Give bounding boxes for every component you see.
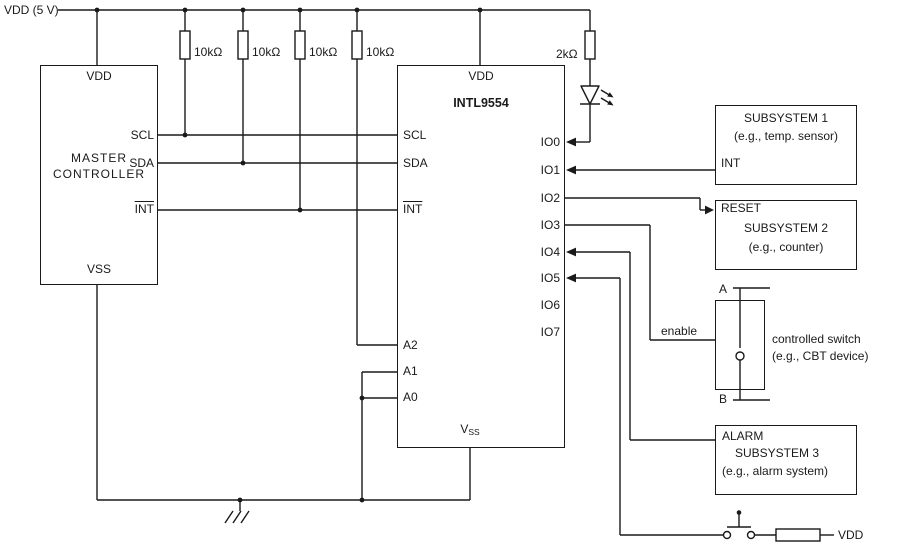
subsystem1-subtitle: (e.g., temp. sensor) (733, 129, 839, 143)
expander-name: INTL9554 (453, 96, 509, 110)
expander-pin-vss-main: V (460, 422, 469, 436)
resistor-r3-label: 10kΩ (309, 45, 338, 59)
led-resistor-label: 2kΩ (556, 47, 578, 61)
switch-caption-line2: (e.g., CBT device) (772, 349, 869, 363)
controlled-switch-symbol (733, 287, 770, 401)
expander-pin-a1: A1 (403, 364, 418, 378)
vss-ground-wires (96, 285, 471, 501)
subsystem3-title-line2: SUBSYSTEM 3 (735, 446, 820, 460)
led-resistor-2k (584, 30, 596, 86)
vdd-rail-label: VDD (5 V) (4, 3, 59, 17)
pullup-resistor-r4 (351, 10, 363, 345)
expander-pin-io6: IO6 (540, 298, 560, 312)
subsystem2-title: SUBSYSTEM 2 (743, 221, 829, 235)
subsystem1-title: SUBSYSTEM 1 (743, 111, 829, 125)
subsystem2-subtitle: (e.g., counter) (748, 240, 824, 254)
subsystem2-pin-reset: RESET (721, 201, 762, 215)
pushbutton-vdd-label: VDD (838, 528, 864, 542)
master-pin-int: INT (134, 202, 154, 216)
expander-pin-scl: SCL (403, 128, 427, 142)
expander-pin-io4: IO4 (540, 245, 560, 259)
led-icon (580, 85, 614, 142)
expander-pin-io3: IO3 (540, 218, 560, 232)
master-pin-scl: SCL (130, 128, 154, 142)
expander-pin-sda: SDA (403, 156, 428, 170)
subsystem1-box (715, 105, 857, 185)
expander-pin-io0: IO0 (540, 135, 560, 149)
io2-reset-wire (565, 197, 714, 215)
master-pin-sda: SDA (129, 156, 154, 170)
pullup-resistor-r3 (294, 10, 306, 210)
io5-pushbutton-wire (566, 273, 723, 536)
subsystem3-box (715, 425, 857, 495)
expander-pin-io1: IO1 (540, 163, 560, 177)
io3-enable-wire (565, 224, 715, 341)
io4-alarm-wire (566, 247, 715, 441)
io0-led-wire (566, 137, 590, 147)
resistor-r1-label: 10kΩ (194, 45, 223, 59)
subsystem3-title-line1: ALARM (722, 429, 764, 443)
switch-terminal-a-label: A (719, 282, 728, 296)
expander-pin-io2: IO2 (540, 191, 560, 205)
junction-dots (94, 7, 483, 503)
subsystem2-box (715, 200, 857, 270)
expander-pin-io5: IO5 (540, 271, 560, 285)
pullup-resistor-r2 (237, 10, 249, 163)
pullup-resistor-r1 (179, 10, 191, 135)
expander-pin-vdd: VDD (468, 69, 494, 83)
expander-pin-vss: VSS (397, 422, 543, 437)
ground-symbol-icon (224, 500, 250, 524)
pushbutton-icon (722, 510, 834, 542)
master-controller-box (40, 65, 158, 285)
master-title-line2: CONTROLLER (52, 167, 145, 181)
resistor-r4-label: 10kΩ (366, 45, 395, 59)
master-pin-vss: VSS (86, 262, 111, 276)
resistor-r2-label: 10kΩ (252, 45, 281, 59)
master-pin-vdd: VDD (86, 69, 112, 83)
io-expander-box (397, 65, 565, 448)
master-title-line1: MASTER (70, 151, 127, 165)
expander-pin-io7: IO7 (540, 325, 560, 339)
io1-subsystem1-wire (566, 165, 715, 175)
expander-pin-int: INT (403, 202, 423, 216)
i2c-bus-wires (158, 134, 397, 211)
expander-pin-vss-sub: SS (468, 427, 480, 437)
subsystem3-subtitle: (e.g., alarm system) (722, 464, 829, 478)
enable-label: enable (661, 324, 698, 338)
vdd-rail (58, 9, 591, 65)
address-pin-wires (357, 344, 397, 500)
expander-pin-a2: A2 (403, 338, 418, 352)
switch-terminal-b-label: B (719, 392, 728, 406)
switch-caption-line1: controlled switch (772, 332, 861, 346)
subsystem1-pin-int: INT (721, 156, 741, 170)
expander-pin-a0: A0 (403, 390, 418, 404)
